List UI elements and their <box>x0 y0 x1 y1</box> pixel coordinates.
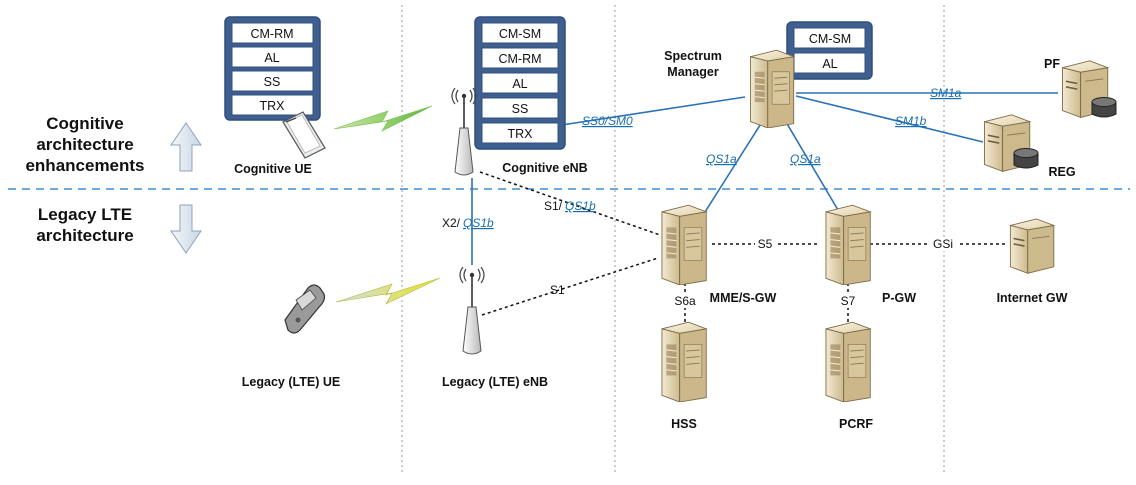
legacy-ue-label: Legacy (LTE) UE <box>242 375 340 389</box>
section-label-legacy-1: Legacy LTE <box>38 205 132 224</box>
stack-cell-label: TRX <box>260 99 286 113</box>
label-backdrop <box>928 237 958 251</box>
interface-s5: S5 <box>758 237 773 251</box>
database-icon <box>1091 97 1117 118</box>
interface-sm1a: SM1a <box>930 86 962 100</box>
interface-s6a: S6a <box>674 294 696 308</box>
arrow-up-icon <box>170 122 202 172</box>
spectrum-manager-label-1: Spectrum <box>664 49 722 63</box>
hss-server-icon <box>661 321 707 402</box>
cognitive-enb-label: Cognitive eNB <box>502 161 587 175</box>
stack-cell <box>231 46 314 68</box>
stack-cell <box>481 97 559 119</box>
stack-cell-label: AL <box>264 51 279 65</box>
stack-cell-label: CM-RM <box>498 52 541 66</box>
legacy-enb-label: Legacy (LTE) eNB <box>442 375 548 389</box>
link-ss0-sm0 <box>554 96 746 127</box>
stack-cell <box>481 22 559 44</box>
stack-cell-label: AL <box>822 57 837 71</box>
interface-labels: SS0/SM0 SM1a SM1b QS1a QS1a S1/ QS1b X2/… <box>442 86 962 308</box>
radio-link-bolt-legacy <box>335 277 441 305</box>
cognitive-section: Cognitive architecture enhancements <box>25 114 202 175</box>
cognitive-ue-protocol-stack: CM-RM AL SS TRX <box>224 16 321 121</box>
cognitive-enb-antenna-icon <box>451 88 477 176</box>
link-sm1b <box>795 95 984 143</box>
cognitive-enb-protocol-stack: CM-SM CM-RM AL SS TRX <box>474 16 566 150</box>
reg-label: REG <box>1048 165 1075 179</box>
spectrum-manager-label-2: Manager <box>667 65 719 79</box>
spectrum-manager-server-icon <box>749 49 795 128</box>
stack-cell <box>231 22 314 44</box>
stack-cell-label: SS <box>264 75 281 89</box>
interface-gsi: GSi <box>933 237 953 251</box>
section-label-cognitive-3: enhancements <box>25 156 144 175</box>
interface-sm1b: SM1b <box>895 114 927 128</box>
stack-cell <box>481 72 559 94</box>
stack-cell-label: TRX <box>508 127 534 141</box>
stack-cell-label: SS <box>512 102 529 116</box>
stack-cell-label: CM-RM <box>250 27 293 41</box>
label-backdrop <box>838 294 858 308</box>
legacy-section: Legacy LTE architecture <box>36 204 202 254</box>
interface-qs1b: QS1b <box>565 199 596 213</box>
link-qs1a-left <box>704 121 763 213</box>
section-label-cognitive-2: architecture <box>36 135 133 154</box>
label-backdrop <box>671 294 699 308</box>
radio-link-bolt-cognitive <box>333 105 433 132</box>
interface-s1-slash: S1/ <box>544 199 563 213</box>
mme-sgw-label: MME/S-GW <box>710 291 777 305</box>
tablet-icon <box>282 111 326 159</box>
pgw-label: P-GW <box>882 291 916 305</box>
interface-qs1a-left: QS1a <box>706 152 737 166</box>
internet-gw-server-icon <box>1009 218 1055 275</box>
stack-cell-label: CM-SM <box>809 32 851 46</box>
stack-cell-label: AL <box>512 77 527 91</box>
interface-x2-slash: X2/ <box>442 216 461 230</box>
interface-qs1a-right: QS1a <box>790 152 821 166</box>
section-label-cognitive-1: Cognitive <box>46 114 123 133</box>
pcrf-server-icon <box>825 321 871 402</box>
mobile-phone-icon <box>284 284 326 334</box>
mme-sgw-server-icon <box>661 204 707 285</box>
legacy-enb-antenna-icon <box>459 267 485 355</box>
label-backdrop <box>755 237 775 251</box>
stack-cell <box>793 27 866 49</box>
hss-label: HSS <box>671 417 697 431</box>
stack-cell <box>231 70 314 92</box>
link-s1-legacy <box>481 257 659 316</box>
pgw-server-icon <box>825 204 871 285</box>
interface-qs1b-x2: QS1b <box>463 216 494 230</box>
interface-s1: S1 <box>550 283 565 297</box>
stack-cell <box>231 94 314 116</box>
stack-cell <box>481 47 559 69</box>
pcrf-label: PCRF <box>839 417 873 431</box>
section-label-legacy-2: architecture <box>36 226 133 245</box>
pf-label: PF <box>1044 57 1060 71</box>
link-s1-cognitive <box>479 171 661 236</box>
interface-ss0-sm0: SS0/SM0 <box>582 114 633 128</box>
spectrum-manager-protocol-stack: CM-SM AL <box>786 21 873 80</box>
cognitive-ue-label: Cognitive UE <box>234 162 312 176</box>
link-qs1a-right <box>785 121 839 211</box>
stack-cell <box>481 122 559 144</box>
arrow-down-icon <box>170 204 202 254</box>
interface-s7: S7 <box>841 294 856 308</box>
stack-cell-label: CM-SM <box>499 27 541 41</box>
database-icon <box>1013 148 1039 169</box>
internet-gw-label: Internet GW <box>997 291 1068 305</box>
